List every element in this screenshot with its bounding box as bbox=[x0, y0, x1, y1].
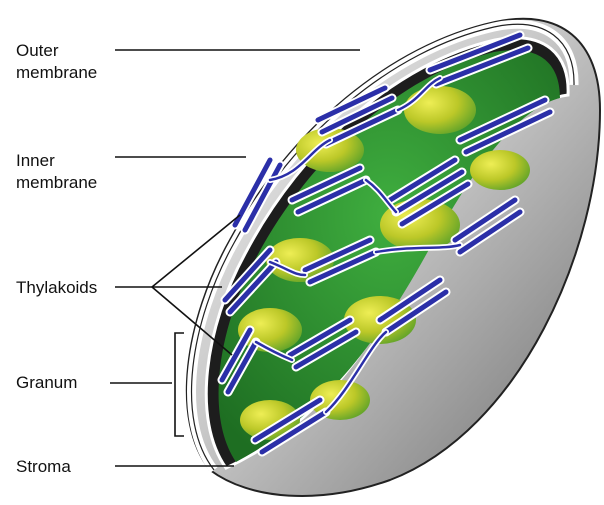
granum-label: Granum bbox=[16, 372, 77, 394]
outer-membrane-label: Outer membrane bbox=[16, 40, 97, 84]
thylakoids-label: Thylakoids bbox=[16, 277, 97, 299]
inner-membrane-label: Inner membrane bbox=[16, 150, 97, 194]
stroma-label: Stroma bbox=[16, 456, 71, 478]
granum-bracket bbox=[175, 333, 184, 436]
